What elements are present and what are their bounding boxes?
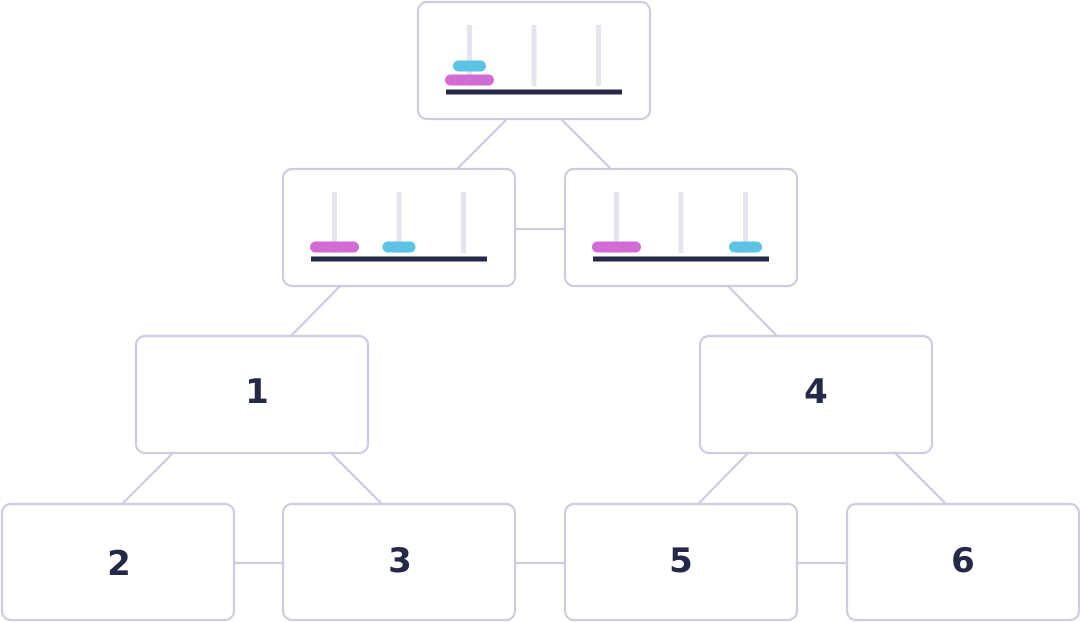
node-5-label: 5 bbox=[669, 541, 693, 581]
node-4: 4 bbox=[698, 334, 934, 455]
node-4-label: 4 bbox=[804, 372, 828, 412]
edge-root-left bbox=[456, 118, 508, 170]
edge-left-n1 bbox=[289, 285, 341, 338]
node-2-box bbox=[0, 502, 236, 622]
node-2-label: 2 bbox=[107, 544, 131, 584]
node-4-box bbox=[698, 334, 934, 455]
edge-n4-n5 bbox=[697, 452, 749, 505]
edge-n1-n3 bbox=[330, 452, 383, 505]
node-2: 2 bbox=[0, 502, 236, 622]
node-3-label: 3 bbox=[388, 541, 412, 581]
disks bbox=[445, 60, 494, 86]
node-1-box bbox=[134, 334, 370, 455]
node-root bbox=[416, 0, 652, 121]
edge-right-n4 bbox=[727, 285, 779, 338]
node-state-left bbox=[281, 167, 517, 288]
node-state-right bbox=[563, 167, 799, 288]
node-1-label: 1 bbox=[245, 372, 269, 412]
node-5-box bbox=[563, 502, 799, 622]
node-3-box bbox=[281, 502, 517, 622]
node-5: 5 bbox=[563, 502, 799, 622]
edge-n4-n6 bbox=[894, 452, 947, 505]
edge-root-right bbox=[560, 118, 612, 170]
node-6-box bbox=[845, 502, 1080, 622]
node-1: 1 bbox=[134, 334, 370, 455]
node-6-label: 6 bbox=[951, 541, 975, 581]
edge-n1-n2 bbox=[121, 452, 174, 505]
node-3: 3 bbox=[281, 502, 517, 622]
node-6: 6 bbox=[845, 502, 1080, 622]
edges bbox=[121, 118, 947, 565]
